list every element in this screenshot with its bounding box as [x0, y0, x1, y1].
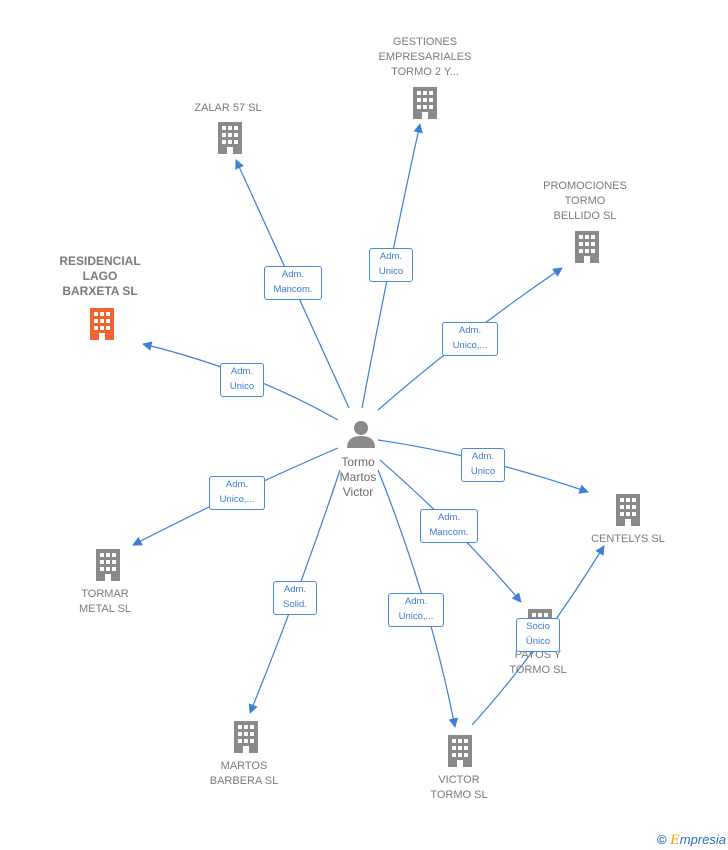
- node-label-promociones[interactable]: PROMOCIONES TORMO BELLIDO SL: [543, 180, 627, 222]
- edge-label-promociones: Adm. Unico,...: [442, 322, 498, 356]
- node-label-gestiones[interactable]: GESTIONES EMPRESARIALES TORMO 2 Y...: [378, 36, 472, 78]
- building-icon[interactable]: [413, 87, 437, 119]
- node-label-residencial[interactable]: RESIDENCIAL LAGO BARXETA SL: [59, 254, 141, 298]
- building-icon[interactable]: [448, 735, 472, 767]
- edge-label-payos: Adm. Mancom.: [420, 509, 478, 543]
- building-icon[interactable]: [90, 308, 114, 340]
- node-label-center[interactable]: Tormo Martos Victor: [339, 455, 377, 499]
- edge-label-residencial: Adm. Unico: [220, 363, 264, 397]
- node-label-centelys[interactable]: CENTELYS SL: [591, 533, 665, 545]
- edge-label-tormar: Adm. Unico,...: [209, 476, 265, 510]
- edge-label-martos: Adm. Solid.: [273, 581, 317, 615]
- building-icon[interactable]: [575, 231, 599, 263]
- edge-label-zalar: Adm. Mancom.: [264, 266, 322, 300]
- copyright-symbol: ©: [657, 832, 667, 847]
- brand-initial: E: [670, 833, 680, 848]
- node-label-zalar[interactable]: ZALAR 57 SL: [194, 102, 262, 114]
- node-label-tormar[interactable]: TORMAR METAL SL: [79, 588, 131, 615]
- building-icon[interactable]: [616, 494, 640, 526]
- building-icon[interactable]: [218, 122, 242, 154]
- empresia-watermark: © Empresia: [657, 832, 726, 848]
- brand-name: mpresia: [679, 832, 726, 847]
- edge-label-victor-centelys: Socio Único: [516, 618, 560, 652]
- edge-label-gestiones: Adm. Unico: [369, 248, 413, 282]
- node-label-victor[interactable]: VICTOR TORMO SL: [430, 774, 488, 801]
- node-label-martos[interactable]: MARTOS BARBERA SL: [209, 760, 279, 787]
- building-icon[interactable]: [96, 549, 120, 581]
- person-icon[interactable]: [347, 421, 375, 448]
- building-icon[interactable]: [234, 721, 258, 753]
- edge-label-centelys: Adm. Unico: [461, 448, 505, 482]
- edge-label-victor: Adm. Unico,...: [388, 593, 444, 627]
- node-label-payos[interactable]: PAYOS Y TORMO SL: [509, 649, 567, 676]
